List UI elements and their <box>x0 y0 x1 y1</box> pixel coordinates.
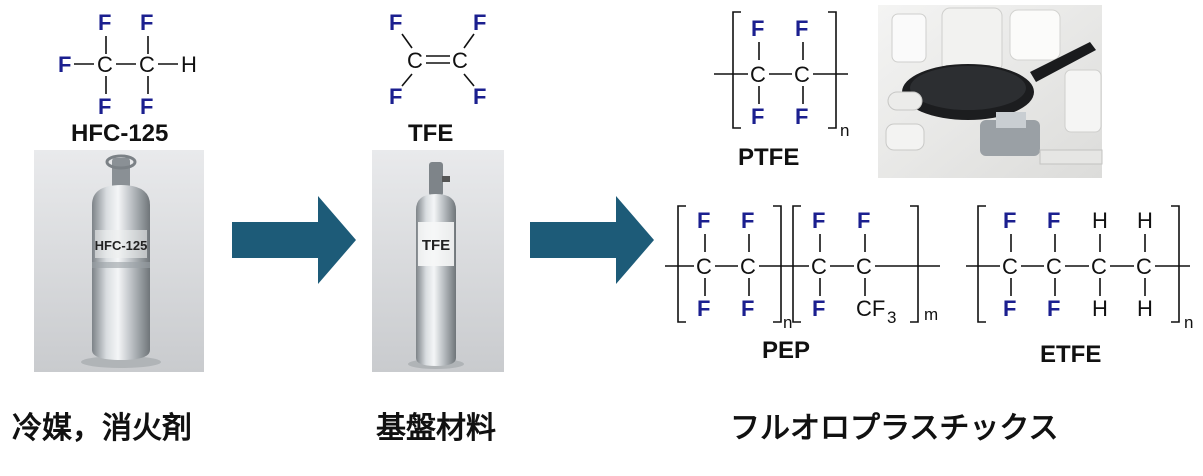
pep-f6: F <box>741 296 754 321</box>
etfe-structure: F F H H C C C C F F H H n ETFE <box>966 205 1193 368</box>
etfe-label: ETFE <box>1040 341 1101 368</box>
caption-base-material: 基盤材料 <box>376 411 496 446</box>
ptfe-c1: C <box>750 62 766 87</box>
pep-c2: C <box>740 254 756 279</box>
tfe-f1: F <box>389 10 402 35</box>
hfc125-label: HFC-125 <box>71 120 168 147</box>
etfe-h4: H <box>1137 296 1153 321</box>
etfe-h3: H <box>1092 296 1108 321</box>
etfe-f1: F <box>1003 208 1016 233</box>
pep-f7: F <box>812 296 825 321</box>
hfc125-f-left: F <box>58 52 71 77</box>
tfe-label: TFE <box>408 120 453 147</box>
hfc125-f-bot2: F <box>140 94 153 119</box>
hfc125-f-bot1: F <box>98 94 111 119</box>
hfc125-f-top2: F <box>140 10 153 35</box>
tfe-f2: F <box>473 10 486 35</box>
etfe-c1: C <box>1002 254 1018 279</box>
etfe-f4: F <box>1047 296 1060 321</box>
hfc125-structure: F F F C C H F F HFC-125 <box>58 10 197 147</box>
pep-f5: F <box>697 296 710 321</box>
tfe-f3: F <box>389 84 402 109</box>
hfc125-cylinder-label: HFC-125 <box>95 238 148 253</box>
tfe-c1: C <box>407 48 423 73</box>
pep-n: n <box>783 313 792 332</box>
etfe-c2: C <box>1046 254 1062 279</box>
ptfe-label: PTFE <box>738 144 799 171</box>
pep-c1: C <box>696 254 712 279</box>
ptfe-structure: F F C C F F n PTFE <box>714 11 849 171</box>
hfc125-c2: C <box>139 52 155 77</box>
pep-c4: C <box>856 254 872 279</box>
tfe-f4: F <box>473 84 486 109</box>
pep-label: PEP <box>762 337 810 364</box>
ptfe-c2: C <box>794 62 810 87</box>
tfe-cylinder-label: TFE <box>422 237 450 254</box>
ptfe-f3: F <box>751 104 764 129</box>
etfe-h1: H <box>1092 208 1108 233</box>
pep-f4: F <box>857 208 870 233</box>
caption-refrigerant: 冷媒，消火剤 <box>12 411 192 446</box>
arrow-right-2 <box>530 196 654 284</box>
arrow-right-1 <box>232 196 356 284</box>
ptfe-n: n <box>840 121 849 140</box>
caption-fluoroplastics: フルオロプラスチックス <box>730 411 1059 446</box>
etfe-h2: H <box>1137 208 1153 233</box>
etfe-f3: F <box>1003 296 1016 321</box>
pep-cf3: CF <box>856 296 885 321</box>
pep-m: m <box>924 305 938 324</box>
pep-f1: F <box>697 208 710 233</box>
ptfe-f4: F <box>795 104 808 129</box>
etfe-f2: F <box>1047 208 1060 233</box>
fluoropolymer-products-photo <box>878 5 1103 178</box>
hfc125-f-top1: F <box>98 10 111 35</box>
ptfe-f1: F <box>751 16 764 41</box>
hfc125-h: H <box>181 52 197 77</box>
pep-c3: C <box>811 254 827 279</box>
tfe-c2: C <box>452 48 468 73</box>
pep-structure: F F F F C C C C F F F CF 3 n m PEP <box>665 205 940 364</box>
gas-cylinder-hfc125: HFC-125 <box>34 150 204 372</box>
etfe-c3: C <box>1091 254 1107 279</box>
gas-cylinder-tfe: TFE <box>372 150 504 372</box>
hfc125-c1: C <box>97 52 113 77</box>
pep-cf3-subscript: 3 <box>887 308 896 327</box>
etfe-c4: C <box>1136 254 1152 279</box>
pep-f3: F <box>812 208 825 233</box>
pep-f2: F <box>741 208 754 233</box>
ptfe-f2: F <box>795 16 808 41</box>
tfe-structure: F F C C F F TFE <box>389 10 486 147</box>
etfe-n: n <box>1184 313 1193 332</box>
